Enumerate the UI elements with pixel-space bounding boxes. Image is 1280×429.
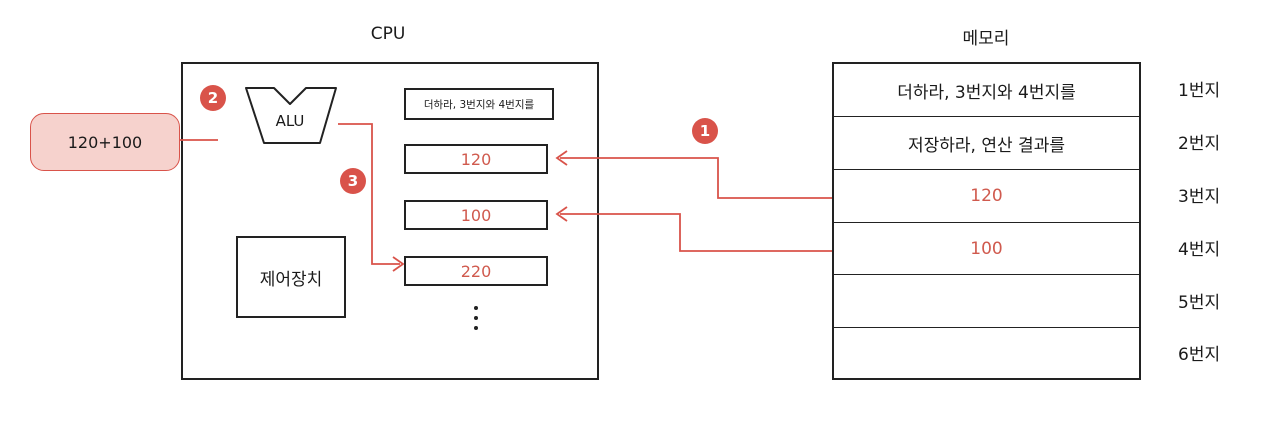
register-100: 100 <box>404 200 548 230</box>
arrow-head-120 <box>555 150 568 166</box>
memory-cell-1: 더하라, 3번지와 4번지를 <box>897 82 1076 103</box>
arrow-memory-120 <box>560 157 832 199</box>
register-instruction: 더하라, 3번지와 4번지를 <box>404 88 554 120</box>
arrow-alu-220 <box>338 123 400 265</box>
memory-cell-6 <box>834 327 1139 378</box>
arrow-head-100 <box>555 206 568 222</box>
memory-cell-4: 100 <box>834 222 1139 274</box>
step-badge-2: 2 <box>200 85 226 111</box>
address-1: 1번지 <box>1178 81 1221 101</box>
arrow-memory-100 <box>560 213 832 252</box>
address-4: 4번지 <box>1178 240 1221 260</box>
step-badge-3: 3 <box>340 168 366 194</box>
address-6: 6번지 <box>1178 345 1221 365</box>
register-220: 220 <box>404 256 548 286</box>
memory-cell-2: 저장하라, 연산 결과를 <box>834 116 1139 169</box>
arrow-head-220 <box>392 256 405 272</box>
memory-box: 더하라, 3번지와 4번지를 저장하라, 연산 결과를 120 100 <box>832 62 1141 380</box>
cpu-box <box>181 62 599 380</box>
more-registers-dots <box>468 306 484 336</box>
address-2: 2번지 <box>1178 134 1221 154</box>
control-unit: 제어장치 <box>236 236 346 318</box>
memory-title: 메모리 <box>962 29 1010 49</box>
step-badge-1: 1 <box>692 118 718 144</box>
memory-cell-3: 120 <box>834 169 1139 222</box>
memory-cell-5 <box>834 274 1139 327</box>
register-120: 120 <box>404 144 548 174</box>
alu-shape <box>245 87 337 144</box>
result-bubble: 120+100 <box>30 113 180 171</box>
alu-label: ALU <box>275 112 305 130</box>
cpu-title: CPU <box>370 24 406 44</box>
address-5: 5번지 <box>1178 293 1221 313</box>
address-3: 3번지 <box>1178 187 1221 207</box>
